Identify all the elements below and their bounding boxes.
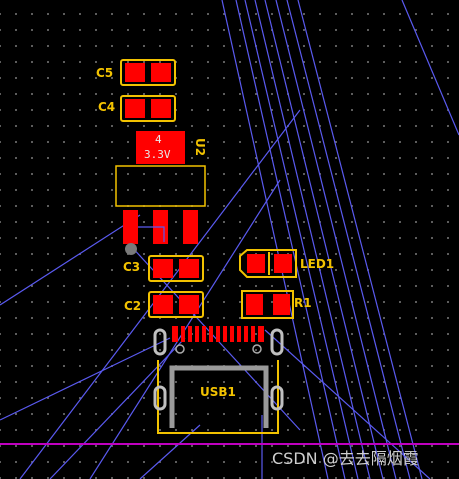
usb1-label: USB1 [200, 385, 236, 399]
u2-pad-3[interactable] [183, 210, 198, 244]
watermark: CSDN @去去隔烟霞 [272, 449, 419, 468]
led1-pad-2[interactable] [274, 254, 292, 273]
c5-label: C5 [96, 66, 114, 80]
c5-pad-1[interactable] [125, 63, 145, 82]
u2-pad-number: 4 [155, 133, 162, 146]
c4-footprint[interactable] [120, 95, 176, 122]
u2-pad-net: 3.3V [144, 148, 171, 161]
c5-pad-2[interactable] [151, 63, 171, 82]
c2-footprint[interactable] [148, 291, 204, 318]
u2-pad-1[interactable] [123, 210, 138, 244]
c4-pad-2[interactable] [151, 99, 171, 118]
r1-pad-1[interactable] [246, 294, 263, 315]
c3-label: C3 [123, 260, 141, 274]
led1-pad-1[interactable] [247, 254, 265, 273]
c3-pad-1[interactable] [153, 259, 173, 278]
c2-pad-2[interactable] [179, 295, 199, 314]
r1-footprint[interactable] [241, 290, 294, 319]
usb1-footprint[interactable] [153, 326, 284, 434]
u2-tab-pad[interactable] [136, 131, 185, 164]
c5-footprint[interactable] [120, 59, 176, 86]
c2-label: C2 [124, 299, 142, 313]
r1-label: R1 [294, 296, 312, 310]
u2-label: U2 [193, 138, 207, 157]
c2-pad-1[interactable] [153, 295, 173, 314]
c4-pad-1[interactable] [125, 99, 145, 118]
led1-footprint[interactable] [239, 249, 297, 278]
usb1-signal-pads[interactable] [172, 326, 264, 342]
u2-pin1-marker [125, 243, 137, 255]
c3-pad-2[interactable] [179, 259, 199, 278]
c4-label: C4 [98, 100, 116, 114]
usb1-shield-slots [153, 328, 284, 411]
c3-footprint[interactable] [148, 255, 204, 282]
r1-pad-2[interactable] [273, 294, 290, 315]
led1-label: LED1 [300, 257, 335, 271]
u2-footprint[interactable] [115, 131, 206, 255]
